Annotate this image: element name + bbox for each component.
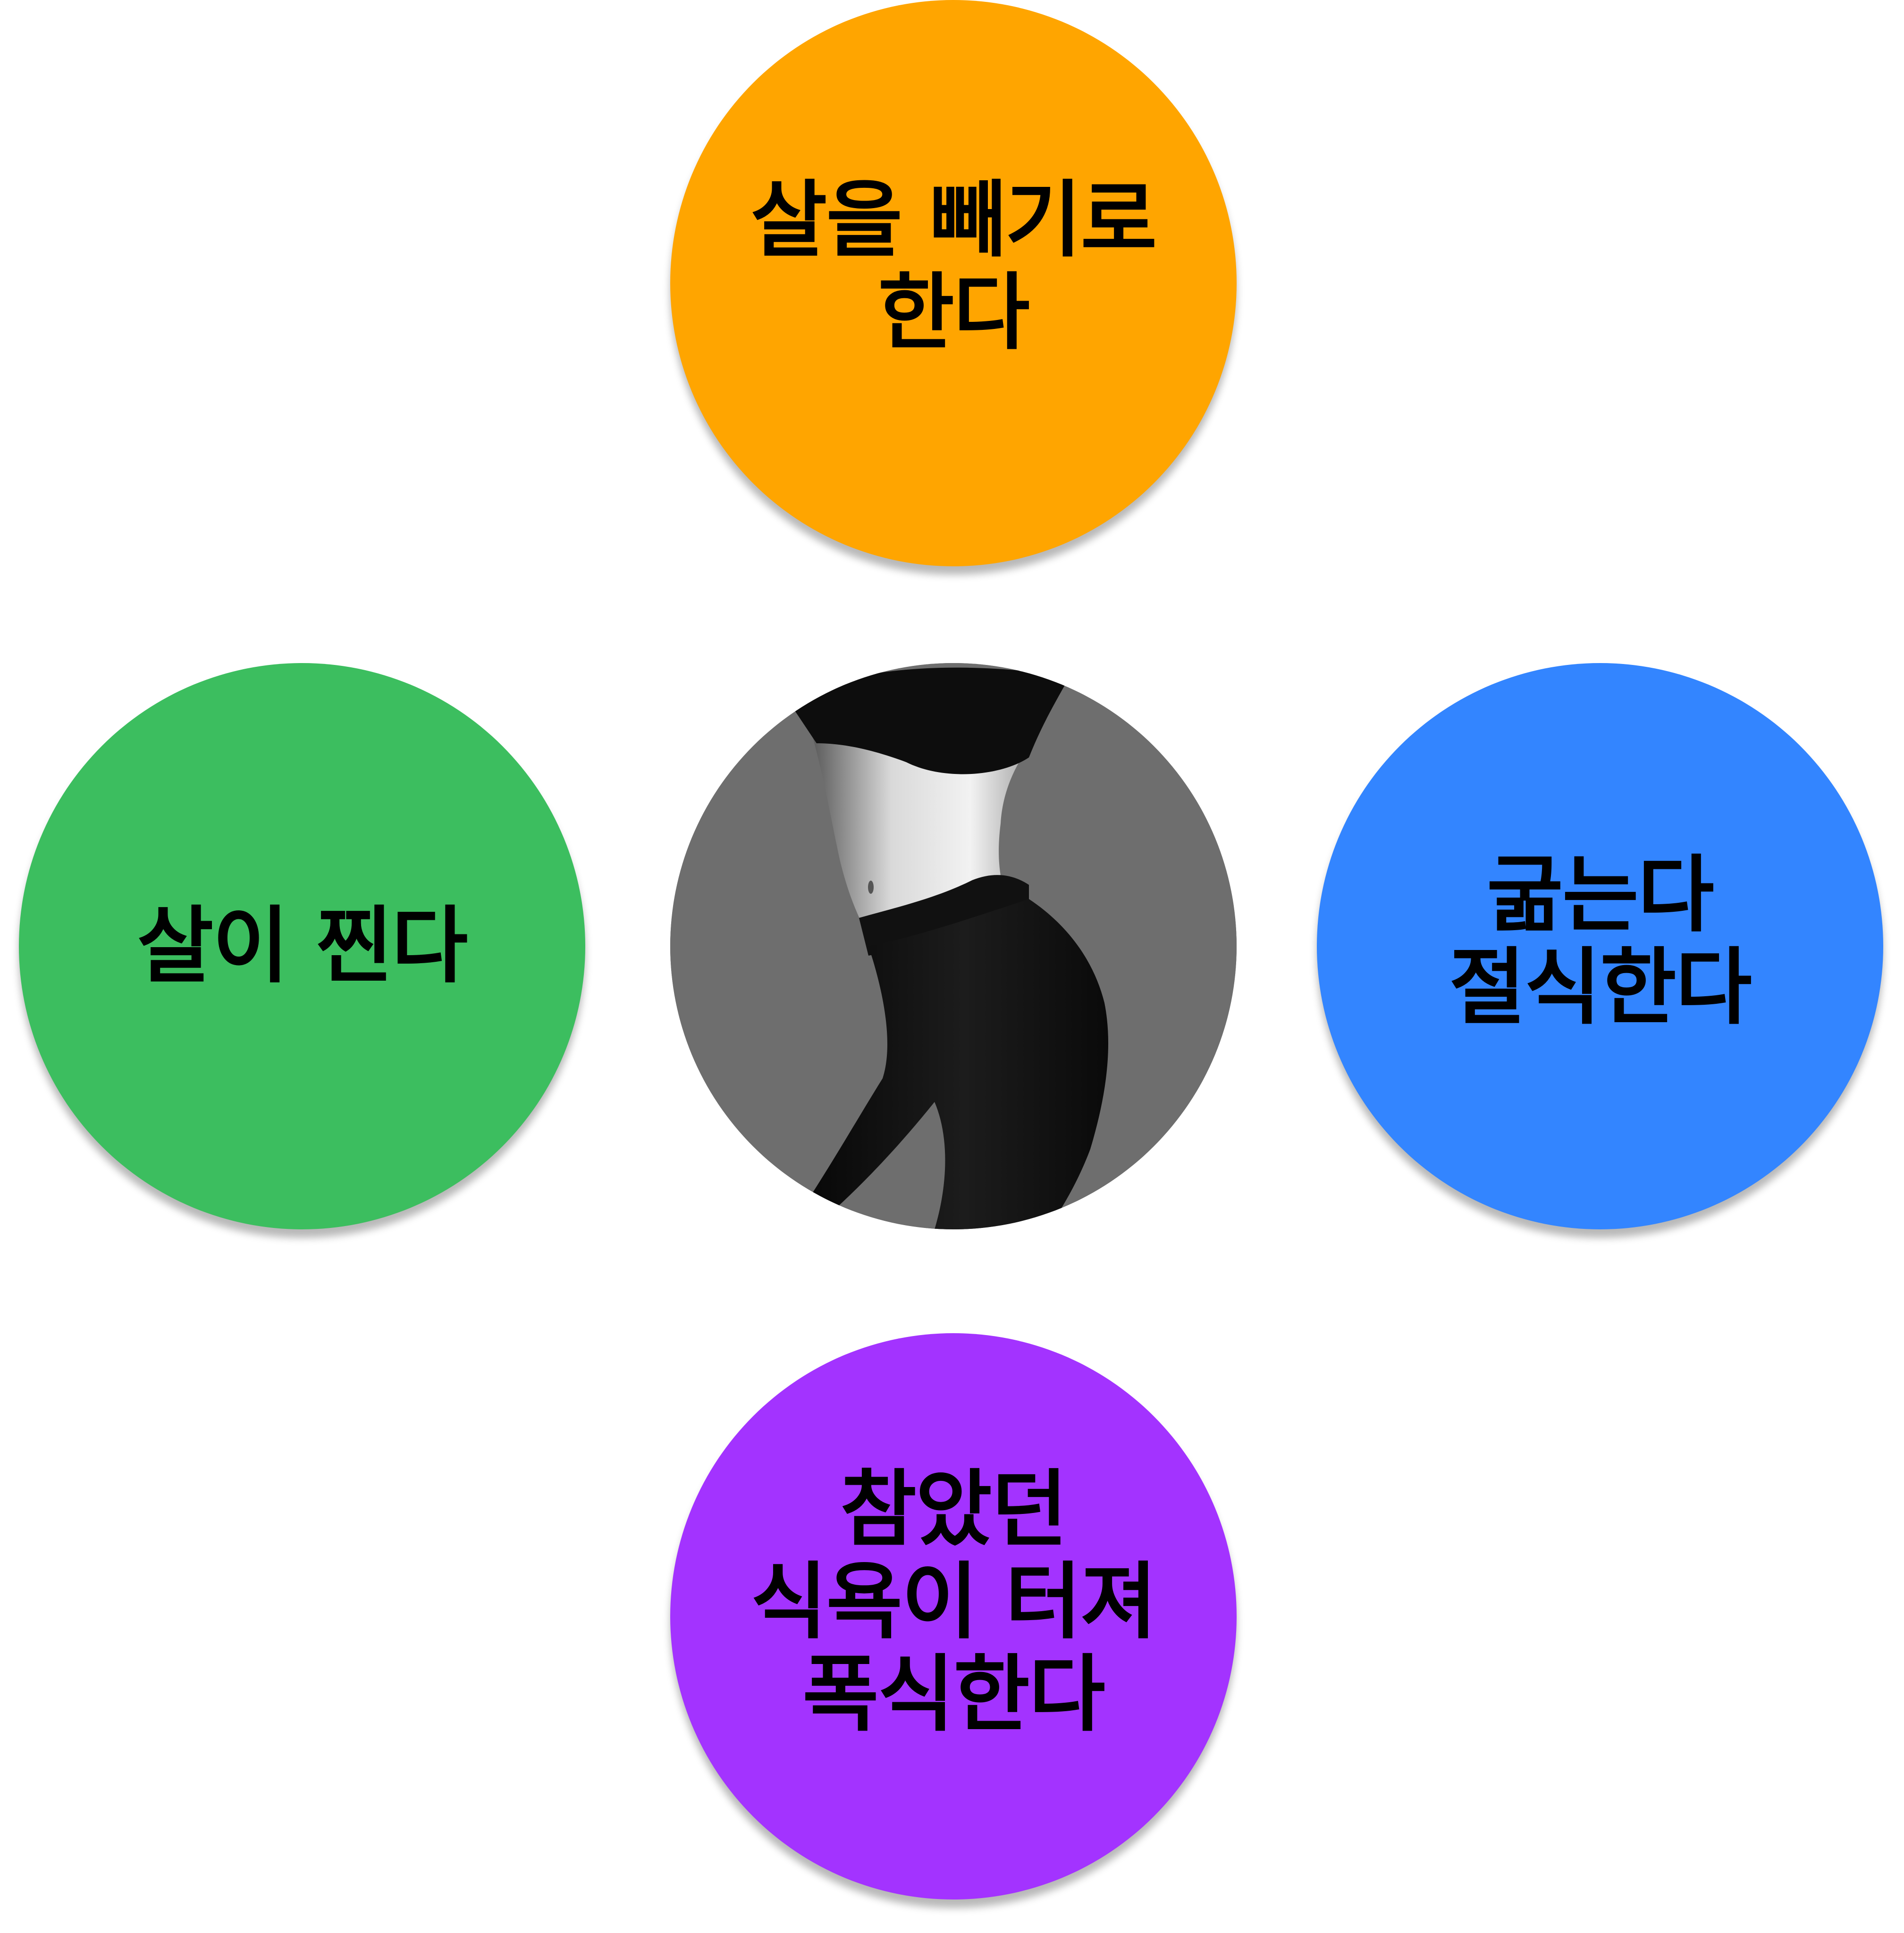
- center-photo: [670, 663, 1237, 1229]
- waist-silhouette-image: [670, 663, 1237, 1229]
- label-line: 폭식한다: [802, 1646, 1105, 1743]
- label-line: 절식한다: [1449, 939, 1752, 1036]
- label-line: 참았던: [840, 1461, 1068, 1558]
- node-gain-weight-label: 살이 찐다: [137, 898, 468, 994]
- node-starve: 굶는다 절식한다: [1317, 663, 1883, 1229]
- node-starve-label: 굶는다 절식한다: [1449, 847, 1752, 1036]
- node-binge: 참았던 식욕이 터져 폭식한다: [670, 1333, 1237, 1899]
- node-binge-label: 참았던 식욕이 터져 폭식한다: [750, 1461, 1157, 1743]
- label-line: 한다: [878, 264, 1030, 361]
- label-line: 식욕이 터져: [750, 1554, 1157, 1650]
- node-lose-weight: 살을 빼기로 한다: [670, 0, 1237, 566]
- label-line: 살을 빼기로: [750, 172, 1157, 269]
- label-line: 살이 찐다: [137, 898, 468, 994]
- node-gain-weight: 살이 찐다: [19, 663, 585, 1229]
- node-lose-weight-label: 살을 빼기로 한다: [750, 172, 1157, 361]
- label-line: 굶는다: [1487, 847, 1714, 943]
